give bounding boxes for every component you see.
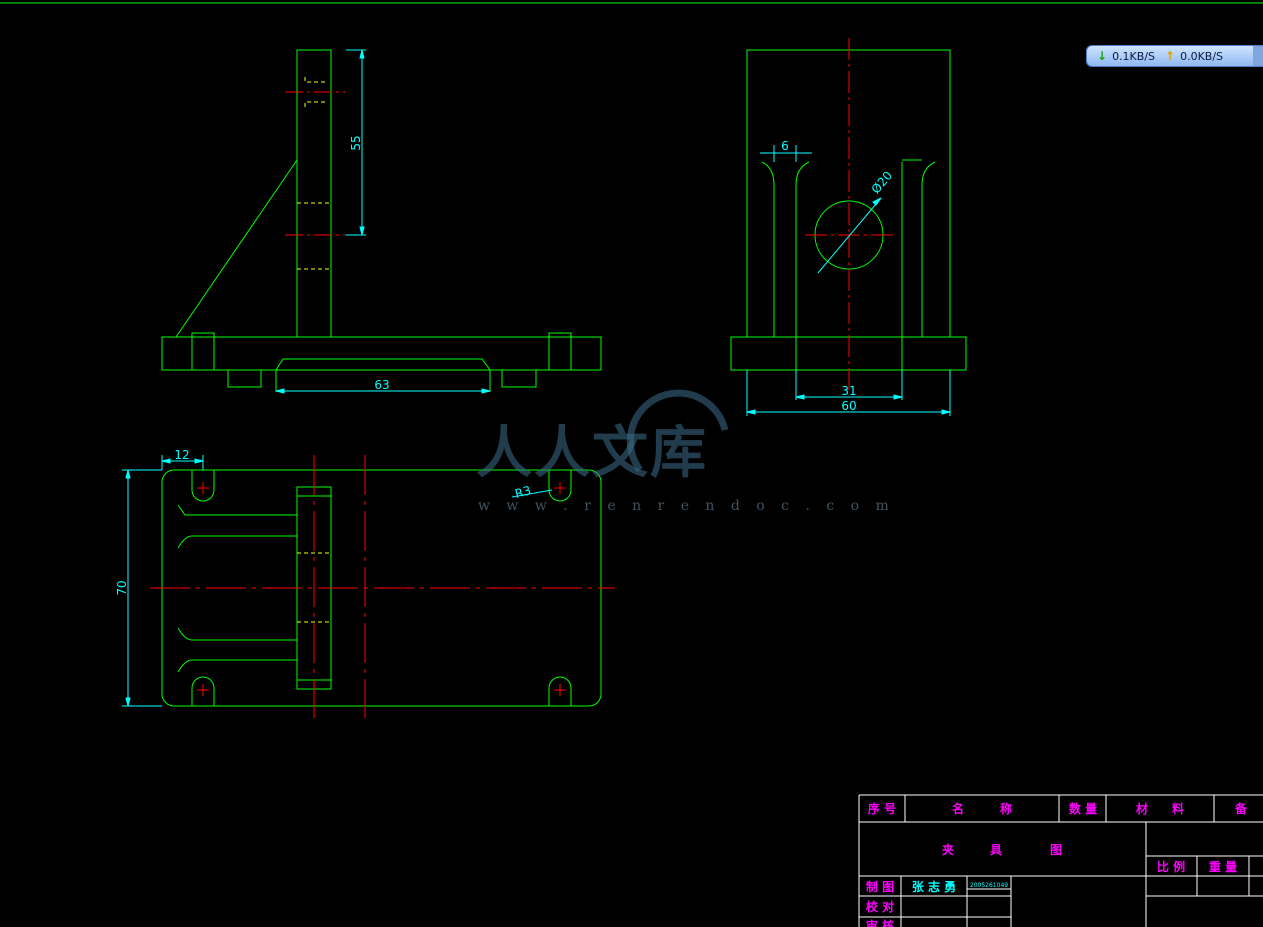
- dim-front-63: 63: [374, 378, 389, 392]
- dim-top-12: 12: [174, 448, 189, 462]
- tb-checked-label: 校 对: [866, 899, 894, 914]
- upload-arrow-icon: ↑: [1165, 49, 1176, 63]
- tb-approved-label: 审 核: [866, 918, 894, 927]
- title-block: [858, 794, 1263, 927]
- tb-scale-label: 比 例: [1157, 859, 1185, 874]
- tb-weight-label: 重 量: [1209, 859, 1237, 874]
- tb-drawing-title: 夹 具 图: [942, 842, 1062, 857]
- top-view-dimensions: [122, 455, 553, 707]
- tb-header-qty: 数 量: [1069, 801, 1097, 816]
- side-view-centerlines: [805, 38, 893, 392]
- tb-drawn-by: 张 志 勇: [912, 879, 956, 894]
- tb-student-id: 2005261049: [970, 882, 1008, 889]
- upload-speed: 0.0KB/S: [1180, 49, 1224, 63]
- dim-top-70: 70: [115, 580, 129, 595]
- widget-grip[interactable]: [1253, 46, 1263, 66]
- dim-side-60: 60: [841, 399, 856, 413]
- dim-top-r3: R3: [513, 483, 532, 501]
- watermark-url: w w w . r e n r e n d o c . c o m: [478, 498, 895, 514]
- download-arrow-icon: ↓: [1097, 49, 1108, 63]
- tb-header-material: 材 料: [1135, 801, 1184, 816]
- front-view: [161, 49, 602, 392]
- watermark-logo: [626, 389, 729, 473]
- top-view-hidden-lines: [297, 552, 331, 623]
- dim-front-55: 55: [349, 135, 363, 150]
- front-view-centerlines: [285, 91, 346, 236]
- net-speed-widget[interactable]: ↓ 0.1KB/S ↑ 0.0KB/S: [1086, 45, 1263, 67]
- top-view-centerlines: [150, 455, 615, 718]
- dim-side-diameter-20: Ø20: [869, 168, 896, 196]
- download-speed: 0.1KB/S: [1112, 49, 1156, 63]
- watermark-text: 人人文库: [476, 420, 708, 486]
- tb-drawn-label: 制 图: [866, 879, 894, 894]
- dim-side-6: 6: [781, 139, 789, 153]
- tb-header-no: 序 号: [868, 801, 896, 816]
- front-view-dimensions: [275, 49, 491, 394]
- tb-header-name: 名 称: [952, 801, 1012, 816]
- dim-side-31: 31: [841, 384, 856, 398]
- tb-header-remark: 备: [1234, 801, 1248, 816]
- side-view-dimensions: [746, 145, 951, 416]
- front-view-hidden-lines: [297, 77, 331, 270]
